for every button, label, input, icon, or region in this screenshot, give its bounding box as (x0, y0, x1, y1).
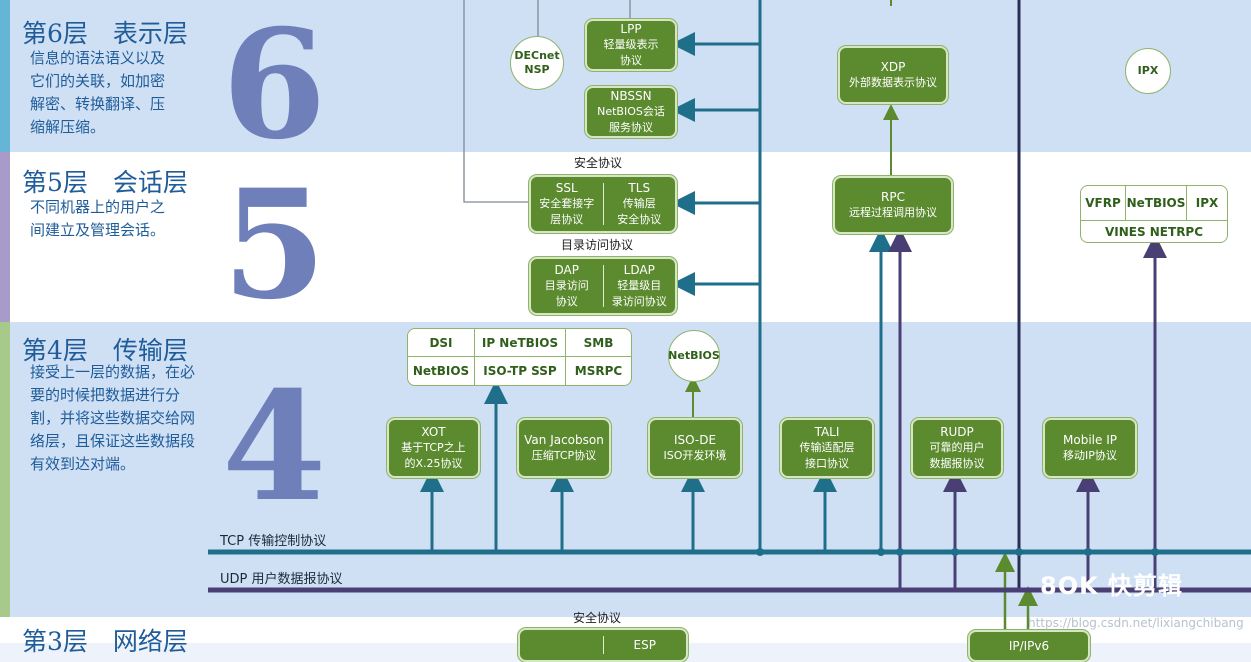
layer4-number: 4 (222, 359, 327, 535)
watermark-url: https://blog.csdn.net/lixiangchibang (1028, 616, 1244, 630)
connector-lines (208, 0, 1251, 630)
layer5-desc: 不同机器上的用户之间建立及管理会话。 (30, 198, 166, 239)
layer3-security-label: 安全协议 (573, 611, 622, 625)
ip-ipv6-box: IP/IPv6 (968, 630, 1090, 662)
esp-cell: ESP (633, 638, 656, 652)
directory-protocol-label: 目录访问协议 (561, 238, 634, 252)
layer5-number: 5 (222, 157, 327, 333)
layer5-stripe (0, 152, 10, 322)
tcp-bus-label: TCP 传输控制协议 (220, 534, 327, 549)
layer6-stripe (0, 0, 10, 152)
layer4-stripe (0, 322, 10, 617)
layer3-security-box: ESP (518, 628, 688, 662)
vines-netrpc-box: VFRP NeTBIOS IPX VINES NETRPC (1080, 185, 1228, 243)
security-protocol-label: 安全协议 (574, 156, 623, 170)
video-editor-logo: 8OK 快剪辑 (1040, 572, 1184, 600)
session-services-table: DSI IP NeTBIOS SMB NetBIOS ISO-TP SSP MS… (407, 328, 632, 386)
layer6-number: 6 (222, 0, 327, 173)
ipx-circle: IPX (1125, 48, 1171, 94)
layer4-title: 第4层 传输层 (22, 336, 188, 365)
udp-bus-label: UDP 用户数据报协议 (220, 572, 343, 587)
netbios-circle: NetBIOS (668, 330, 720, 382)
layer6-desc: 信息的语法语义以及它们的关联，如加密 解密、转换翻译、压缩解压缩。 (30, 49, 166, 136)
layer5-title: 第5层 会话层 (22, 168, 188, 197)
layer4-desc: 接受上一层的数据，在必要的时候把数据进行分 割，并将这些数据交给网络层，且保证这… (30, 363, 196, 473)
layer6-title: 第6层 表示层 (22, 19, 188, 48)
